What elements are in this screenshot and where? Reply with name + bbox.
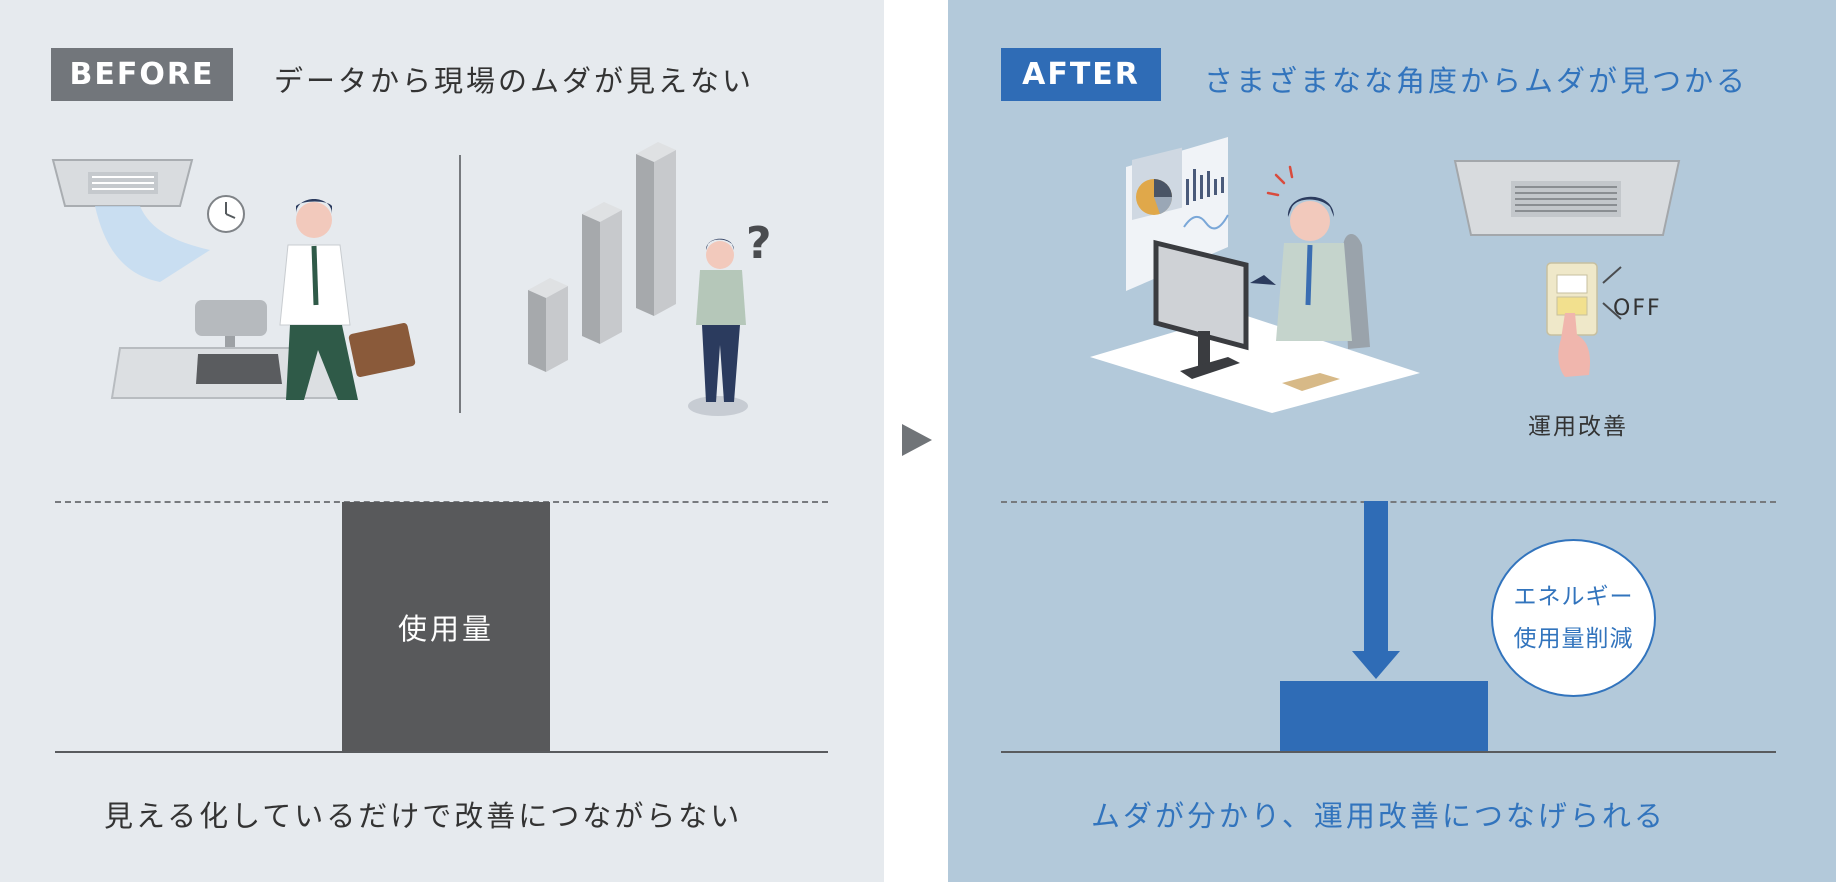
after-headline: さまざまなな角度からムダが見つかる	[1204, 64, 1749, 98]
3d-bars-icon	[528, 142, 676, 372]
confused-analyst-illustration: ?	[528, 142, 772, 416]
alert-marks-icon	[1266, 165, 1294, 197]
thinking-person-icon	[688, 238, 748, 416]
target-line-dashed	[1001, 501, 1776, 503]
usage-bar: 使用量	[342, 502, 550, 751]
after-panel: AFTER さまざまなな角度からムダが見つかる	[948, 0, 1836, 882]
airflow-icon	[95, 206, 210, 282]
before-badge: BEFORE	[51, 48, 233, 101]
energy-reduction-badge: エネルギー 使用量削減	[1491, 539, 1656, 697]
after-caption: ムダが分かり、運用改善につなげられる	[1091, 799, 1666, 833]
businessman-icon	[279, 199, 358, 400]
operational-improvement-label: 運用改善	[1528, 414, 1628, 440]
monitor-icon	[1153, 239, 1249, 379]
transition-arrow-icon	[902, 424, 932, 456]
illustration-divider	[459, 155, 461, 413]
reduction-line-2: 使用量削減	[1513, 626, 1634, 652]
ac-switch-illustration	[1453, 160, 1681, 377]
reduction-line-1: エネルギー	[1513, 584, 1634, 610]
analyst-person-icon	[1250, 165, 1370, 349]
clock-icon	[207, 195, 245, 233]
off-signal-icon	[1602, 266, 1622, 320]
briefcase-icon	[348, 322, 416, 378]
light-switch-icon	[1546, 262, 1598, 377]
question-mark: ?	[746, 218, 772, 269]
air-conditioner-icon	[1453, 160, 1681, 236]
office-worker-illustration	[51, 159, 416, 400]
analyst-dashboard-illustration	[1090, 137, 1420, 413]
switch-off-label: OFF	[1613, 296, 1662, 321]
chart-baseline	[1001, 751, 1776, 753]
chart-baseline	[55, 751, 828, 753]
reduced-usage-bar	[1280, 681, 1488, 751]
before-caption: 見える化しているだけで改善につながらない	[104, 799, 743, 833]
keyboard-icon	[1282, 373, 1340, 391]
usage-bar-label: 使用量	[397, 611, 494, 646]
desk-top-icon	[1090, 313, 1420, 413]
reduction-arrow-icon	[1352, 501, 1400, 679]
before-panel: BEFORE データから現場のムダが見えない	[0, 0, 884, 882]
after-badge: AFTER	[1001, 48, 1161, 101]
air-conditioner-icon	[51, 159, 194, 207]
before-headline: データから現場のムダが見えない	[274, 64, 755, 98]
